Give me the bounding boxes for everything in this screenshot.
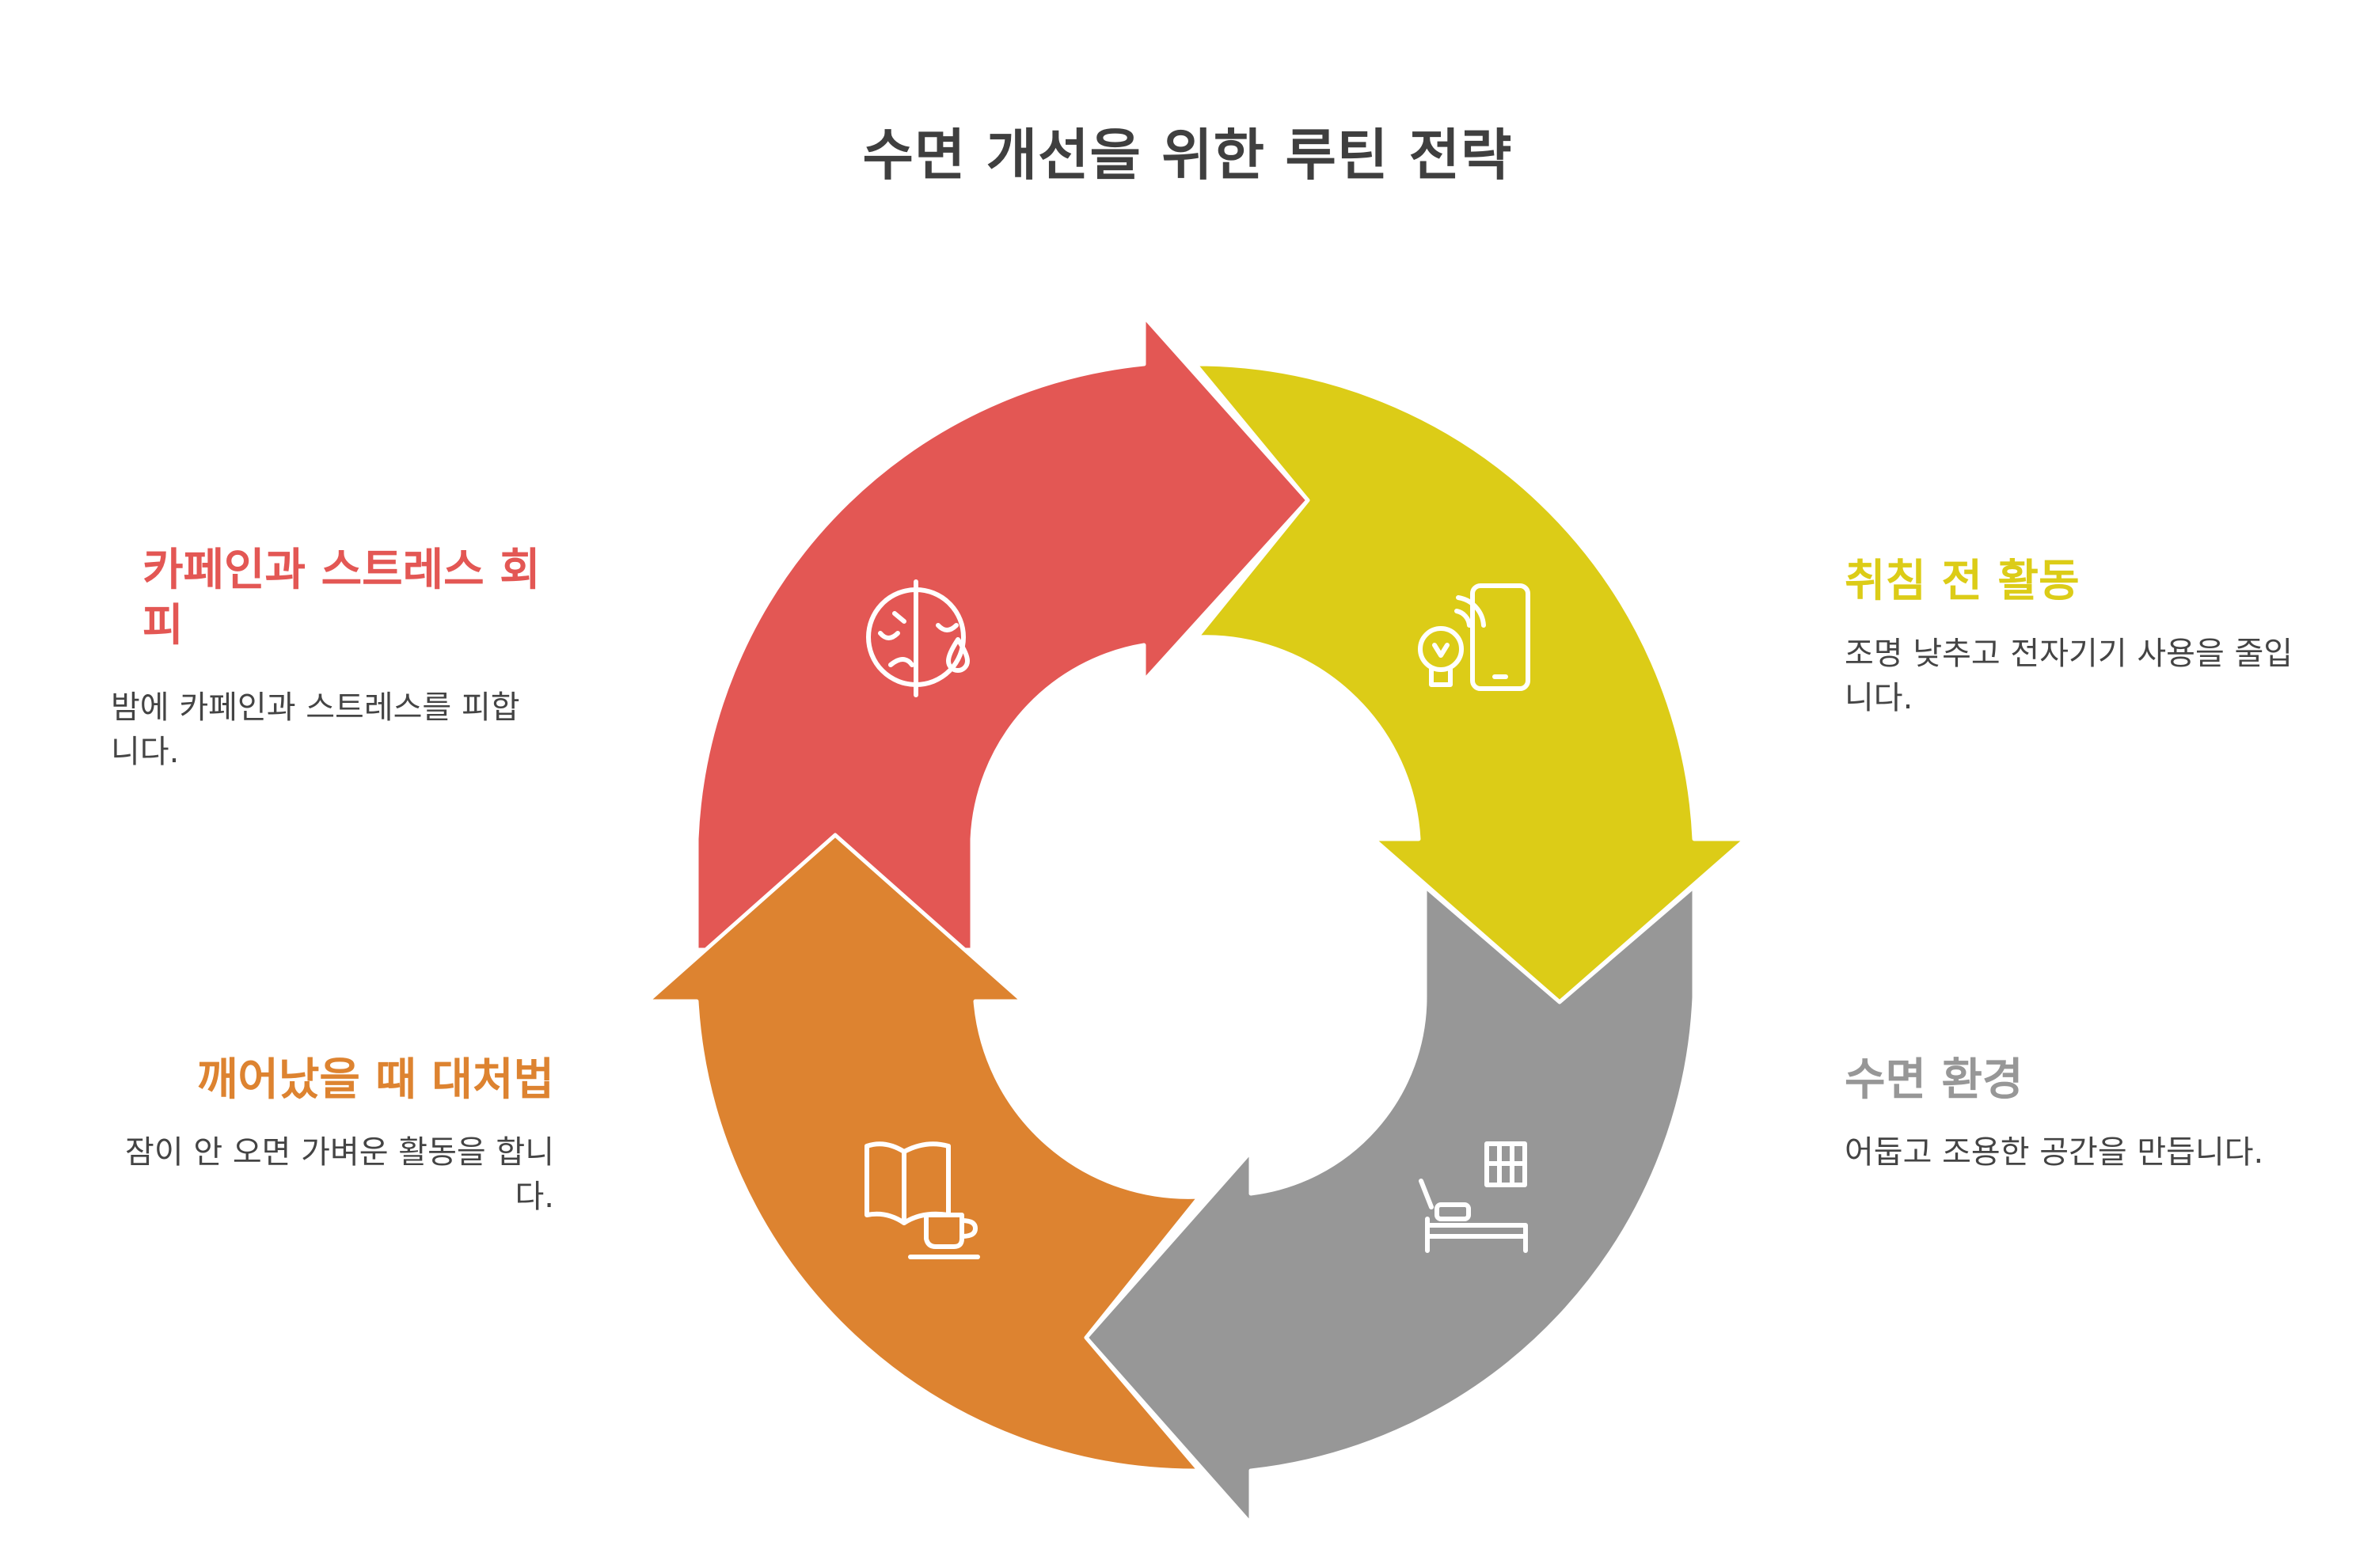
step-bedtime-desc: 조명 낮추고 전자기기 사용을 줄입니다.: [1845, 636, 2293, 716]
book-cup-icon: [864, 1141, 980, 1259]
page-title: 수면 개선을 위한 루틴 전략: [862, 123, 1513, 188]
step-bedtime-heading: 취침 전 활동: [1845, 556, 2080, 607]
step-wake-heading: 깨어났을 때 대처법: [196, 1054, 554, 1106]
bulb-phone-icon: [1418, 583, 1530, 691]
step-caffeine-heading: 카페인과 스트레스 회피: [142, 545, 541, 651]
sad-face-tear-icon: [866, 579, 970, 697]
cycle-arrow-wake: [645, 833, 1202, 1473]
step-caffeine: 카페인과 스트레스 회피 밤에 카페인과 스트레스를 피합니다.: [111, 543, 554, 774]
cycle-arrow-caffeine: [694, 314, 1310, 952]
step-wake: 깨어났을 때 대처법 잠이 안 오면 가벼운 활동을 합니다.: [111, 1053, 554, 1219]
step-caffeine-desc: 밤에 카페인과 스트레스를 피합니다.: [111, 689, 520, 770]
step-bedtime: 취침 전 활동 조명 낮추고 전자기기 사용을 줄입니다.: [1845, 554, 2320, 720]
bed-window-icon: [1419, 1141, 1528, 1253]
step-environment-heading: 수면 환경: [1845, 1054, 2024, 1106]
step-wake-desc: 잠이 안 오면 가벼운 활동을 합니다.: [125, 1134, 554, 1215]
step-environment: 수면 환경 어둡고 조용한 공간을 만듭니다.: [1845, 1053, 2320, 1175]
cycle-arrow-environment: [1084, 884, 1697, 1526]
step-environment-desc: 어둡고 조용한 공간을 만듭니다.: [1845, 1134, 2264, 1171]
